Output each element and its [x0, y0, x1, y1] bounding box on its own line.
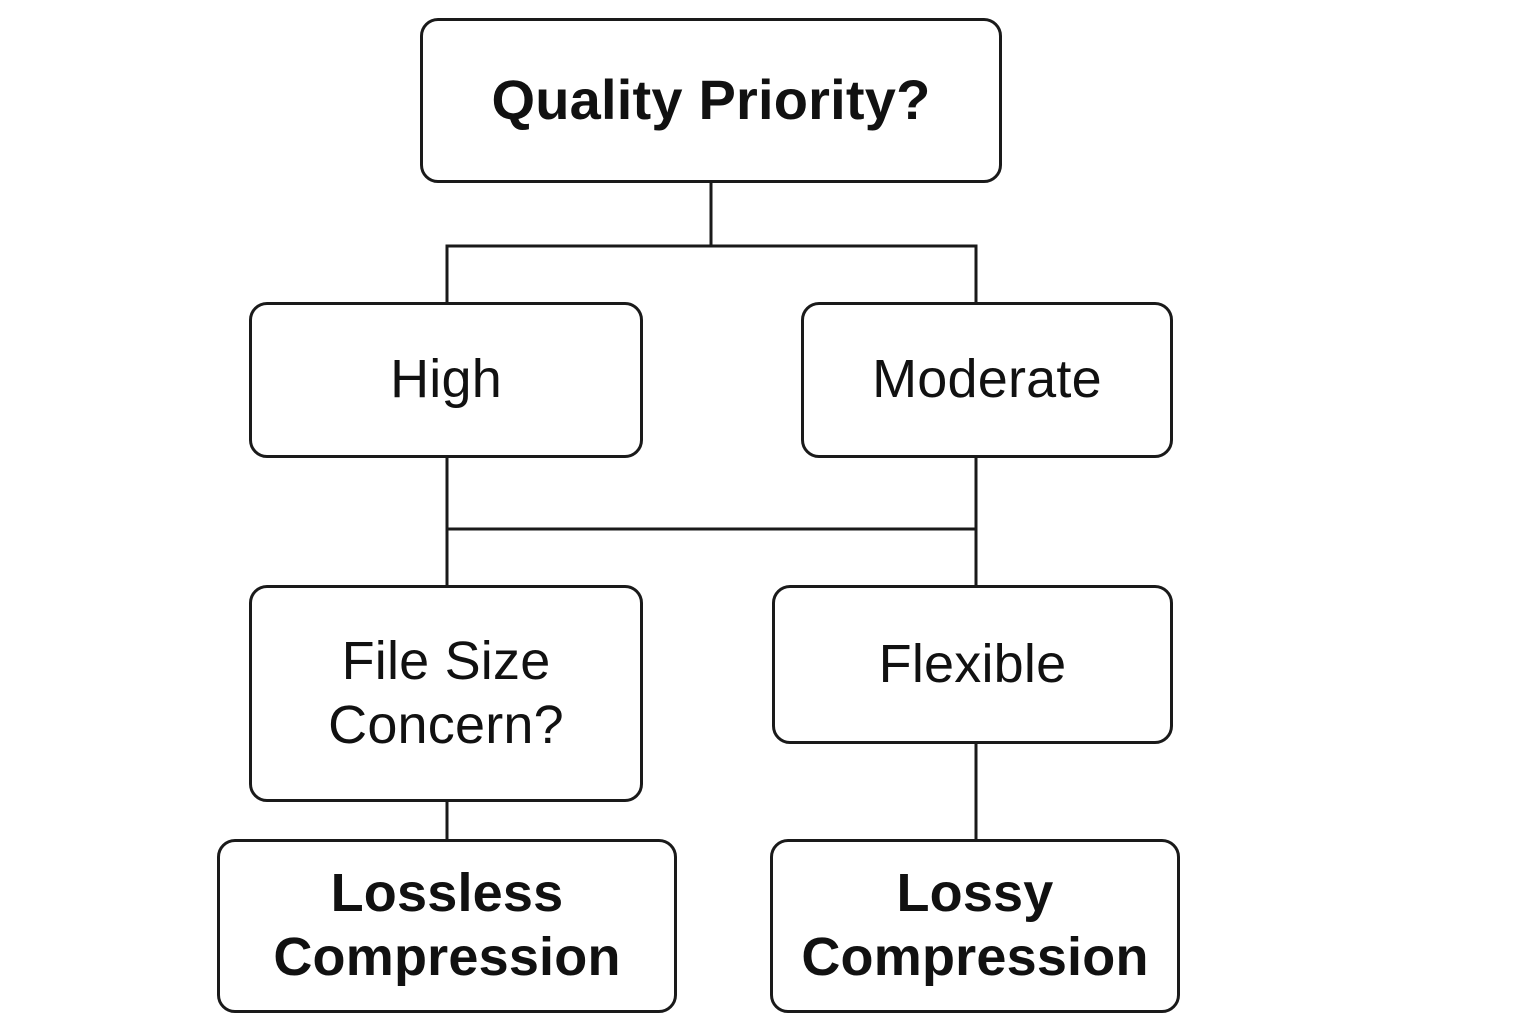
node-high: High	[249, 302, 643, 458]
node-moderate: Moderate	[801, 302, 1173, 458]
node-file-size-concern: File Size Concern?	[249, 585, 643, 802]
node-flexible-label: Flexible	[878, 633, 1067, 694]
node-file-size-concern-line1: File Size	[341, 630, 551, 691]
node-file-size-concern-text: File Size Concern?	[328, 630, 564, 757]
node-high-label: High	[390, 349, 502, 410]
node-lossy-line1: Lossy	[896, 863, 1054, 924]
node-lossless-compression-text: Lossless Compression	[273, 862, 620, 989]
node-lossy-compression-text: Lossy Compression	[801, 862, 1148, 989]
node-lossless-compression: Lossless Compression	[217, 839, 677, 1013]
node-flexible: Flexible	[772, 585, 1173, 744]
node-lossless-line2: Compression	[273, 927, 621, 987]
node-quality-priority-label: Quality Priority?	[491, 68, 931, 132]
node-quality-priority: Quality Priority?	[420, 18, 1002, 183]
node-lossy-compression: Lossy Compression	[770, 839, 1180, 1013]
node-lossless-line1: Lossless	[330, 863, 564, 924]
node-lossy-line2: Compression	[801, 927, 1149, 987]
node-file-size-concern-line2: Concern?	[328, 694, 564, 755]
node-moderate-label: Moderate	[872, 349, 1102, 410]
